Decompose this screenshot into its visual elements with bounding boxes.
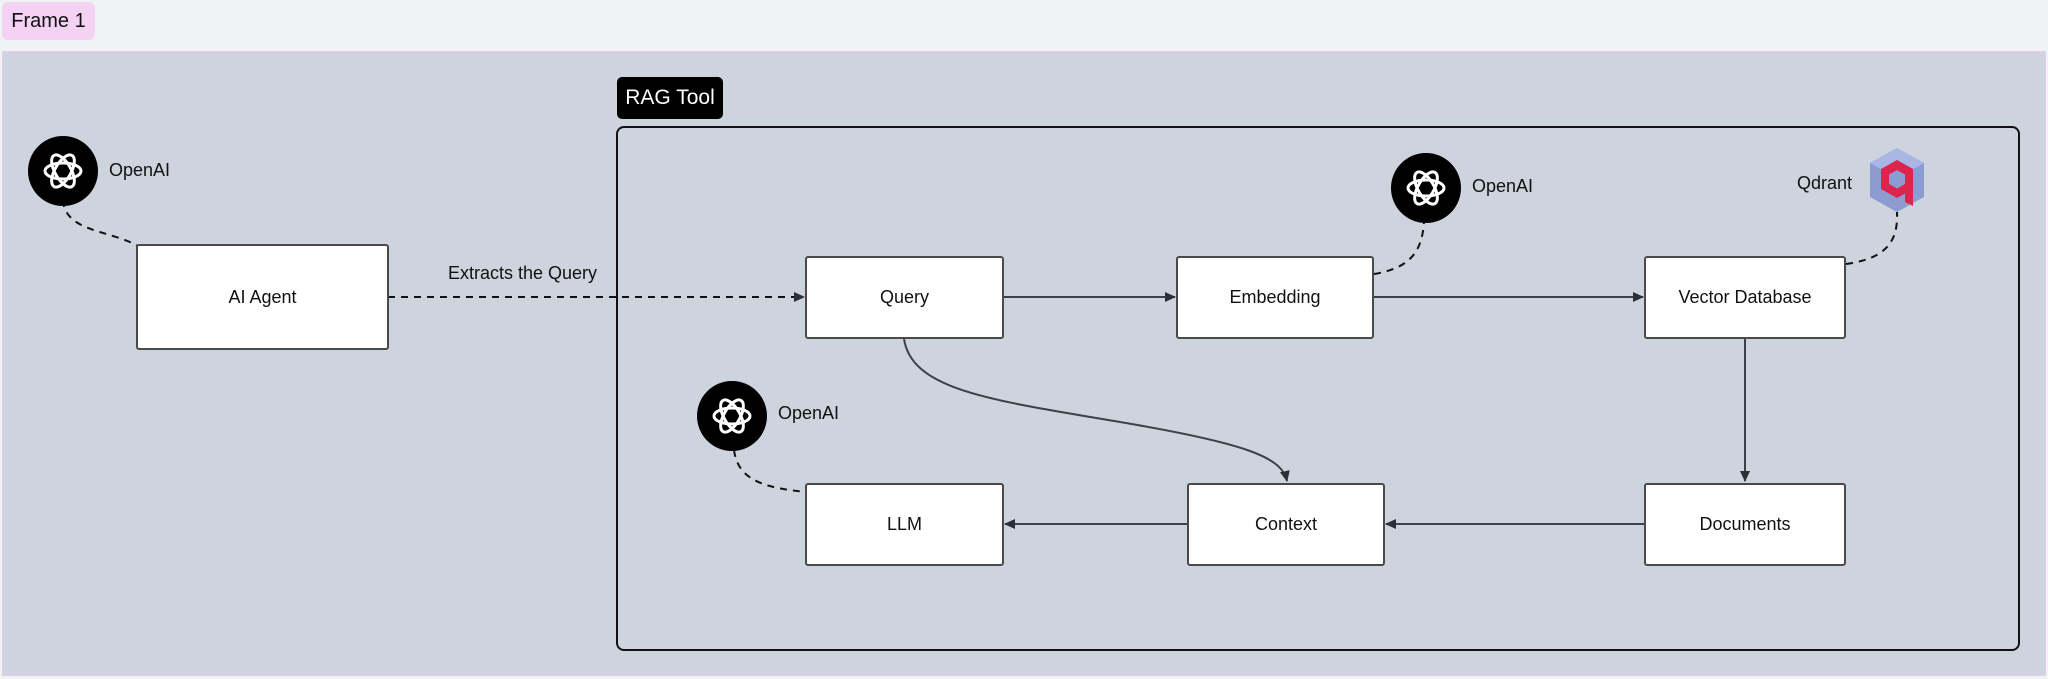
frame-canvas — [2, 51, 2046, 676]
rag-tool-group[interactable] — [616, 126, 2020, 651]
agent-to-query-label: Extracts the Query — [448, 263, 598, 283]
openai-agent-label: OpenAI — [109, 160, 171, 180]
llm-node[interactable]: LLM — [805, 483, 1004, 566]
qdrant-icon[interactable] — [1867, 146, 1927, 214]
query-node[interactable]: Query — [805, 256, 1004, 339]
openai-glyph-icon — [1406, 170, 1446, 206]
openai-llm-label: OpenAI — [778, 403, 840, 423]
query-to-context-edge[interactable] — [903, 338, 1290, 482]
openai-embedding-icon[interactable] — [1391, 153, 1461, 223]
ai-agent-label: AI Agent — [228, 286, 297, 307]
vector-database-node[interactable]: Vector Database — [1644, 256, 1846, 339]
query-label: Query — [879, 287, 930, 307]
openai-glyph-icon — [712, 398, 752, 434]
qdrant-glyph-icon — [1870, 148, 1924, 212]
qdrant-logo-connector — [1845, 211, 1899, 265]
openai-glyph-icon — [43, 153, 83, 189]
openai-llm-icon[interactable] — [697, 381, 767, 451]
context-label: Context — [1254, 514, 1318, 534]
ai-agent-node[interactable]: AI Agent — [136, 244, 389, 350]
openai-embedding-label: OpenAI — [1472, 176, 1534, 196]
context-node[interactable]: Context — [1187, 483, 1385, 566]
embedding-node[interactable]: Embedding — [1176, 256, 1374, 339]
documents-label: Documents — [1699, 514, 1791, 534]
qdrant-label: Qdrant — [1797, 173, 1853, 193]
embedding-logo-connector — [1373, 221, 1425, 275]
agent-logo-connector — [62, 199, 139, 247]
embedding-label: Embedding — [1229, 287, 1321, 307]
frame-title[interactable]: Frame 1 — [2, 2, 95, 40]
documents-node[interactable]: Documents — [1644, 483, 1846, 566]
vector-database-label: Vector Database — [1678, 287, 1812, 307]
llm-logo-connector — [733, 449, 807, 493]
openai-agent-icon[interactable] — [28, 136, 98, 206]
llm-label: LLM — [886, 514, 922, 534]
group-title[interactable]: RAG Tool — [617, 77, 723, 119]
